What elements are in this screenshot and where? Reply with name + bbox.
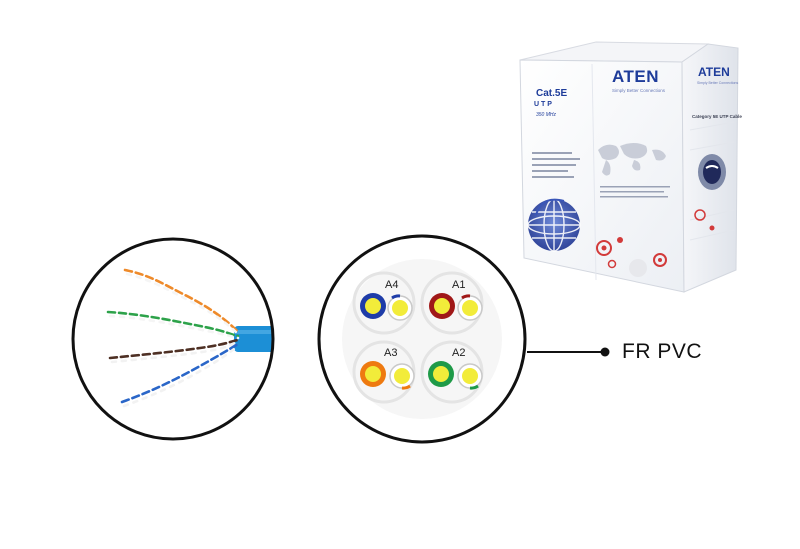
pair-a4: A4 <box>360 279 413 321</box>
wire-pairs-detail <box>71 237 275 441</box>
side-brand-logo: ATEN <box>698 65 730 79</box>
box-fine-print <box>532 152 670 198</box>
cable-jacket <box>234 326 273 352</box>
green-wire-pair <box>106 310 240 340</box>
cable-hole <box>698 154 726 190</box>
pair-a3: A3 <box>360 347 415 390</box>
pair-label-a1: A1 <box>452 279 465 291</box>
cable-box: Cat.5E U T P 350 MHz ATEN Simply Better … <box>519 41 742 293</box>
cat-text: Cat.5E <box>536 88 567 99</box>
pair-label-a4: A4 <box>385 279 398 291</box>
brand-tagline: Simply Better Connections <box>612 88 666 93</box>
side-brand-tagline: Simply Better Connections <box>697 81 738 85</box>
side-product-text: Category 5E UTP Cable <box>692 114 742 119</box>
decorative-dots <box>596 209 715 277</box>
freq-text: 350 MHz <box>536 112 557 118</box>
pair-label-a3: A3 <box>384 347 397 359</box>
world-map-graphic <box>598 143 666 176</box>
cross-section-detail: A4 A1 A3 A2 <box>317 234 527 444</box>
orange-wire-pair <box>123 268 240 336</box>
brand-logo: ATEN <box>612 67 659 86</box>
pair-a2: A2 <box>428 347 483 390</box>
callout-pointer <box>527 347 610 357</box>
callout-dot <box>600 347 610 357</box>
box-top-face <box>519 41 710 63</box>
pair-label-a2: A2 <box>452 347 465 359</box>
blue-wire-pair <box>120 342 240 408</box>
pair-a1: A1 <box>429 279 483 321</box>
globe-graphic <box>527 198 581 252</box>
utp-text: U T P <box>534 101 552 108</box>
cross-section-frame <box>317 234 527 444</box>
brown-wire-pair <box>108 338 240 364</box>
wire-pairs-frame <box>71 237 275 441</box>
jacket-material-label: FR PVC <box>622 340 703 363</box>
